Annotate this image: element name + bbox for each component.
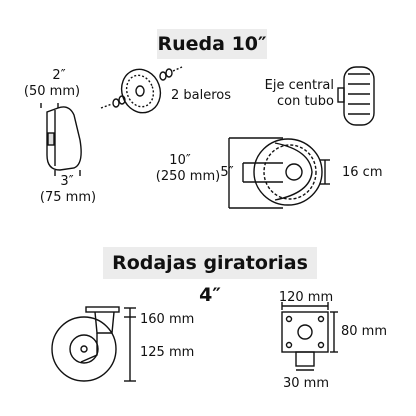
axle-tube-wheel-icon — [337, 66, 375, 126]
axle-top-inches: 2″ — [52, 68, 66, 83]
caster-total-height: 160 mm — [140, 312, 195, 327]
caster-section-title: Rodajas giratorias 4″ — [103, 247, 317, 306]
axle-tube-label-line1: Eje central — [264, 78, 334, 93]
bearings-wheel-icon — [100, 66, 183, 114]
caster-plate-width: 120 mm — [278, 290, 334, 305]
axle-width-icon — [40, 103, 82, 176]
axle-bottom-mm: (75 mm) — [39, 190, 97, 205]
bearings-label: 2 baleros — [171, 88, 232, 103]
wheel-section-title: Rueda 10″ — [157, 29, 267, 59]
caster-wheel-height: 125 mm — [140, 345, 195, 360]
axle-top-mm: (50 mm) — [23, 84, 81, 99]
caster-top-diagram — [281, 302, 338, 371]
axle-bottom-inches: 3″ — [60, 174, 74, 189]
caster-side-diagram — [51, 306, 136, 382]
axle-tube-label-line2: con tubo — [276, 94, 334, 109]
tire-diameter-mm: (250 mm) — [155, 169, 221, 184]
caster-plate-depth: 80 mm — [341, 324, 388, 339]
caster-stem-width: 30 mm — [282, 376, 329, 391]
tire-diameter-inches: 10″ — [169, 153, 191, 168]
hub-size: 5″ — [220, 165, 234, 180]
tire-width: 16 cm — [342, 165, 383, 180]
tire-diagram — [228, 137, 330, 209]
